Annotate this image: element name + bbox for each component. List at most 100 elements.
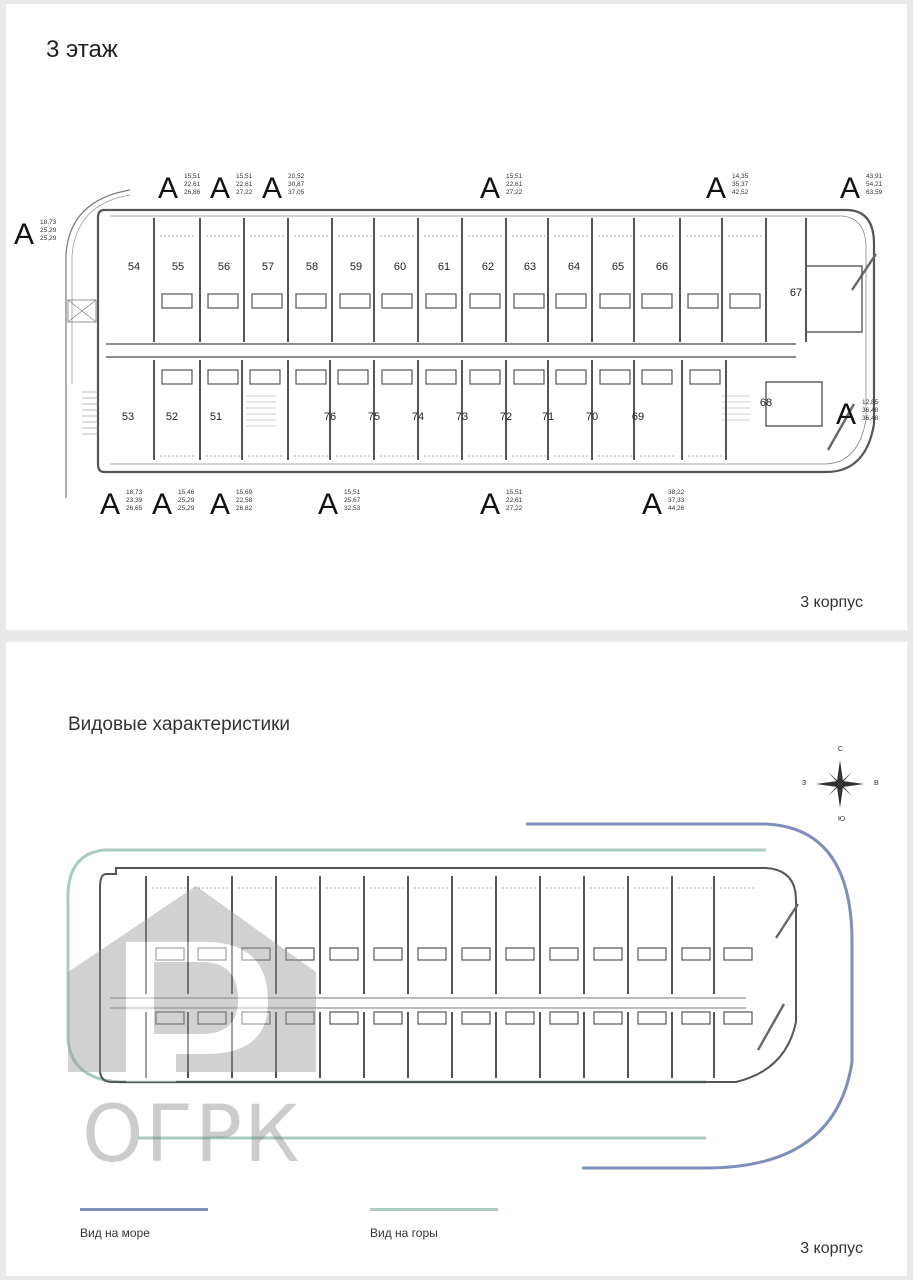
unit-number: 63	[524, 261, 536, 273]
marker-area-value: 38,22	[668, 489, 685, 496]
marker-letter: A	[210, 172, 230, 205]
unit-number: 55	[172, 261, 184, 273]
marker-area-value: 43,91	[866, 173, 883, 180]
marker-area-value: 22,61	[236, 181, 253, 188]
marker-area-value: 32,53	[344, 505, 361, 512]
marker-area-value: 63,59	[866, 189, 883, 196]
marker-area-value: 25,29	[178, 505, 195, 512]
marker-area-value: 18,73	[126, 489, 143, 496]
watermark-text: ОГРК	[82, 1090, 302, 1180]
compass-rose-icon	[816, 760, 864, 808]
unit-number: 69	[632, 411, 644, 423]
unit-number: 58	[306, 261, 318, 273]
marker-letter: A	[480, 172, 500, 205]
building-label: 3 корпус	[800, 1240, 863, 1257]
marker-area-value: 36,48	[862, 415, 879, 422]
marker-area-value: 25,29	[40, 227, 57, 234]
unit-number: 52	[166, 411, 178, 423]
marker-area-value: 27,22	[506, 189, 523, 196]
marker-letter: A	[14, 218, 34, 251]
marker-letter: A	[318, 488, 338, 521]
legend-sea-line	[80, 1208, 208, 1211]
marker-letter: A	[480, 488, 500, 521]
view-characteristics-sheet: Видовые характеристики	[6, 642, 907, 1276]
marker-area-value: 54,21	[866, 181, 883, 188]
legend-mountain-line	[370, 1208, 498, 1211]
marker-area-value: 42,52	[732, 189, 749, 196]
marker-area-value: 15,69	[236, 489, 253, 496]
marker-area-value: 27,22	[506, 505, 523, 512]
floor-plan-sheet: 3 этаж	[6, 4, 907, 630]
unit-number: 68	[760, 397, 772, 409]
legend-sea-label: Вид на море	[80, 1226, 150, 1240]
building-label: 3 корпус	[800, 594, 863, 611]
marker-area-value: 22,58	[236, 497, 253, 504]
marker-area-value: 15,51	[506, 173, 523, 180]
unit-number: 66	[656, 261, 668, 273]
marker-area-value: 26,86	[184, 189, 201, 196]
marker-area-value: 23,39	[126, 497, 143, 504]
compass-south-label: Ю	[838, 816, 846, 823]
unit-number: 60	[394, 261, 406, 273]
unit-number: 67	[790, 287, 802, 299]
watermark-logo-icon	[68, 886, 316, 1082]
unit-number: 72	[500, 411, 512, 423]
floor-title: 3 этаж	[46, 36, 118, 63]
marker-letter: A	[262, 172, 282, 205]
unit-number: 62	[482, 261, 494, 273]
unit-number: 70	[586, 411, 598, 423]
unit-number: 56	[218, 261, 230, 273]
marker-area-value: 35,37	[732, 181, 749, 188]
marker-letter: A	[836, 398, 856, 431]
view-plan-drawing	[66, 760, 864, 1170]
marker-letter: A	[840, 172, 860, 205]
marker-area-value: 26,82	[236, 505, 253, 512]
marker-area-value: 30,87	[288, 181, 305, 188]
marker-area-value: 25,67	[344, 497, 361, 504]
marker-area-value: 22,61	[506, 181, 523, 188]
unit-number: 73	[456, 411, 468, 423]
marker-area-value: 25,29	[40, 235, 57, 242]
marker-area-value: 44,26	[668, 505, 685, 512]
compass-east-label: В	[874, 780, 879, 787]
marker-letter: A	[642, 488, 662, 521]
marker-area-value: 22,61	[184, 181, 201, 188]
compass-west-label: З	[802, 780, 807, 787]
marker-area-value: 15,46	[178, 489, 195, 496]
marker-area-value: 22,61	[506, 497, 523, 504]
marker-area-value: 12,85	[862, 399, 879, 406]
unit-number: 76	[324, 411, 336, 423]
marker-area-value: 25,29	[178, 497, 195, 504]
marker-area-value: 36,48	[862, 407, 879, 414]
unit-number: 65	[612, 261, 624, 273]
unit-number: 74	[412, 411, 424, 423]
unit-number: 61	[438, 261, 450, 273]
marker-letter: A	[210, 488, 230, 521]
unit-number: 59	[350, 261, 362, 273]
marker-area-value: 37,33	[668, 497, 685, 504]
compass-north-label: С	[838, 746, 844, 753]
unit-number: 64	[568, 261, 580, 273]
marker-area-value: 15,51	[344, 489, 361, 496]
marker-letter: A	[152, 488, 172, 521]
marker-area-value: 15,51	[506, 489, 523, 496]
legend-mountain-label: Вид на горы	[370, 1226, 438, 1240]
unit-number: 51	[210, 411, 222, 423]
marker-area-value: 15,51	[184, 173, 201, 180]
marker-letter: A	[706, 172, 726, 205]
marker-area-value: 37,05	[288, 189, 305, 196]
